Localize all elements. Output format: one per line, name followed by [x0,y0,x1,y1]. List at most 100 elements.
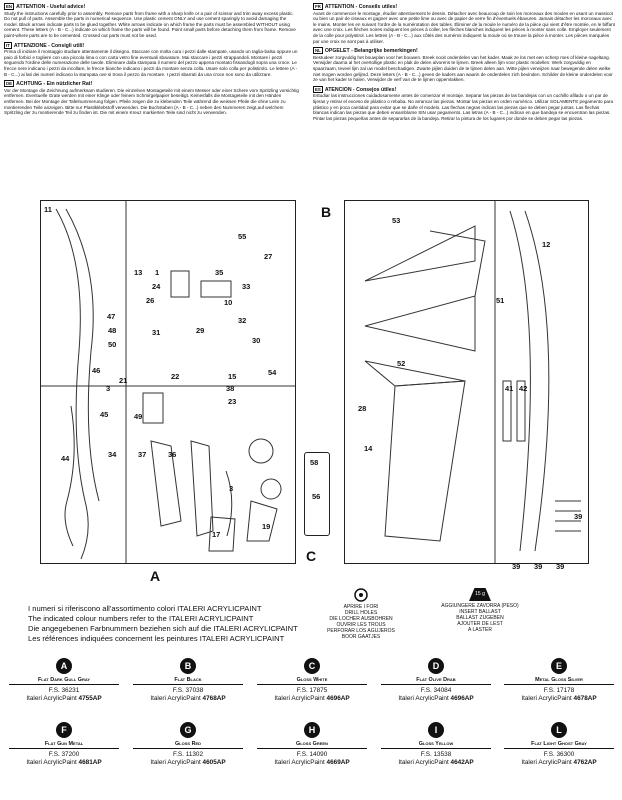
part-number: 22 [171,372,180,381]
part-number: 38 [226,384,235,393]
color-paint-code: Italeri AcrylicPaint 4681AP [26,759,102,766]
color-name: Flat Olive Drab [381,677,491,685]
weight-icon: 15 g [469,588,491,601]
drill-line: APRIRE I FORI [343,604,379,610]
sprue-c-label: C [306,548,317,564]
color-swatch-d: D Flat Olive Drab F.S. 34084 Italeri Acr… [381,658,491,703]
part-number: 21 [119,376,128,385]
color-fs-number: F.S. 14090 [296,751,328,758]
part-number: 53 [392,216,401,225]
part-number: 37 [138,450,147,459]
color-swatch-b: B Flat Black F.S. 37038 Italeri AcrylicP… [133,658,243,703]
part-number: 29 [196,326,205,335]
paint-legend: I numeri si riferiscono all'assortimento… [28,604,328,644]
color-paint-code: Italeri AcrylicPaint 4696AP [274,695,350,702]
part-number: 17 [212,530,221,539]
color-letter-badge: L [551,722,567,738]
part-number: 27 [264,252,273,261]
part-number: 28 [358,404,367,413]
part-number: 55 [238,232,247,241]
color-name: Metal Gloss Silver [504,677,614,685]
sprue-a-drawing [41,201,295,563]
legend-line: Les références indiquées concernent les … [28,634,285,643]
part-number: 11 [44,205,52,214]
color-paint-code: Italeri AcrylicPaint 4642AP [398,759,474,766]
part-number: 1 [155,268,160,277]
color-swatch-g: G Gloss Red F.S. 11302 Italeri AcrylicPa… [133,722,243,767]
color-fs-number: F.S. 13538 [420,751,452,758]
legend-line: The indicated colour numbers refer to th… [28,614,254,623]
color-name: Flat Gun Metal [9,741,119,749]
sprue-a-label: A [150,568,161,584]
ballast-note: 15 g AGGIUNGERE ZAVORRA (PESO) INSERT BA… [434,588,526,633]
color-fs-number: F.S. 37200 [48,751,80,758]
color-paint-code: Italeri AcrylicPaint 4696AP [398,695,474,702]
part-number: 13 [134,268,143,277]
part-number: 41 [505,384,514,393]
part-number: 51 [496,296,505,305]
part-number: 23 [228,397,237,406]
color-paint-code: Italeri AcrylicPaint 4768AP [150,695,226,702]
color-letter-badge: A [56,658,72,674]
part-number: 52 [397,359,406,368]
legend-line: Die angegebenen Farbnummern beziehen sic… [28,624,298,633]
legend-line: I numeri si riferiscono all'assortimento… [28,604,262,613]
color-name: Flat Black [133,677,243,685]
color-swatch-c: C Gloss White F.S. 17875 Italeri Acrylic… [257,658,367,703]
drill-line: DRILL HOLES [344,610,378,616]
part-number: 46 [92,366,101,375]
part-number: 36 [168,450,177,459]
color-letter-badge: I [428,722,444,738]
part-number: 35 [215,268,224,277]
part-number: 12 [542,240,551,249]
part-number: 15 [228,372,237,381]
part-number: 56 [312,492,321,501]
part-number: 48 [108,326,117,335]
part-number: 19 [262,522,271,531]
color-fs-number: F.S. 37038 [172,687,204,694]
color-swatch-i: I Gloss Yellow F.S. 13538 Italeri Acryli… [381,722,491,767]
color-swatch-a: A Flat Dark Gull Gray F.S. 36231 Italeri… [9,658,119,703]
color-letter-badge: H [304,722,320,738]
color-letter-badge: F [56,722,72,738]
color-paint-code: Italeri AcrylicPaint 4755AP [26,695,102,702]
color-swatch-h: H Gloss Green F.S. 14090 Italeri Acrylic… [257,722,367,767]
drill-icon [354,588,368,602]
color-paint-code: Italeri AcrylicPaint 4669AP [274,759,350,766]
color-letter-badge: D [428,658,444,674]
part-number: 44 [61,454,70,463]
drill-line: PERFORAR LOS AGUJEROS [327,628,395,634]
color-letter-badge: C [304,658,320,674]
part-number: 39 [512,562,521,571]
color-name: Flat Dark Gull Gray [9,677,119,685]
part-number: 3 [229,484,234,493]
color-name: Flat Light Ghost Gray [504,741,614,749]
color-letter-badge: B [180,658,196,674]
color-fs-number: F.S. 17875 [296,687,328,694]
color-paint-code: Italeri AcrylicPaint 4605AP [150,759,226,766]
part-number: 30 [252,336,261,345]
part-number: 39 [534,562,543,571]
color-letter-badge: G [180,722,196,738]
part-number: 45 [100,410,109,419]
color-fs-number: F.S. 36300 [543,751,575,758]
ballast-line: BALLAST ZUGEBEN [456,615,504,621]
color-fs-number: F.S. 11302 [172,751,204,758]
color-name: Gloss Yellow [381,741,491,749]
color-name: Gloss White [257,677,367,685]
ballast-line: INSERT BALLAST [459,609,501,615]
color-paint-code: Italeri AcrylicPaint 4762AP [521,759,597,766]
color-paint-code: Italeri AcrylicPaint 4678AP [521,695,597,702]
color-fs-number: F.S. 17178 [543,687,575,694]
part-number: 10 [224,298,233,307]
color-swatch-f: F Flat Gun Metal F.S. 37200 Italeri Acry… [9,722,119,767]
sprue-a-frame [40,200,296,564]
drill-line: OUVRIR LES TROUS [336,622,386,628]
